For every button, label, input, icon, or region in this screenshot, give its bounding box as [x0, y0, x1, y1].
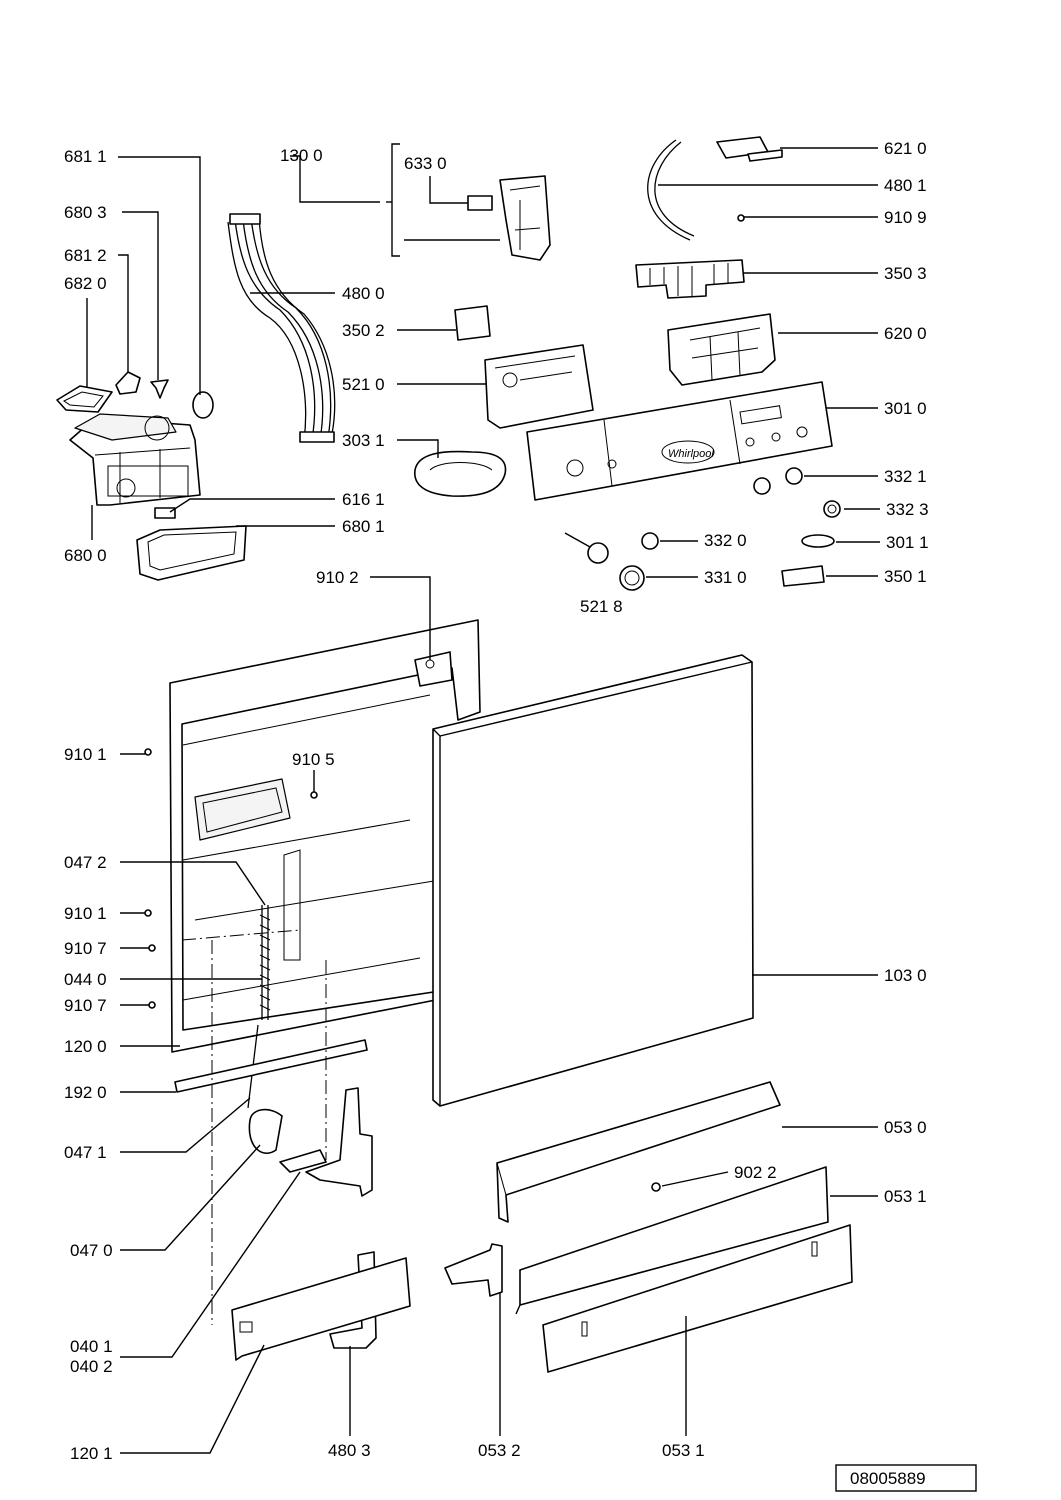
part-label: 350 3 — [884, 264, 927, 283]
dispenser-gasket — [136, 525, 247, 581]
part-label: 350 1 — [884, 567, 927, 586]
drawing-number: 08005889 — [850, 1469, 926, 1488]
leader-lines — [86, 143, 880, 1454]
part-labels: 681 1 680 3 681 2 682 0 680 0 130 0 633 … — [64, 139, 929, 1463]
kick-plate-0530 — [496, 1081, 781, 1223]
part-label: 192 0 — [64, 1083, 107, 1102]
bracket-0532 — [444, 1243, 503, 1297]
part-label: 040 2 — [70, 1357, 113, 1376]
part-label: 910 5 — [292, 750, 335, 769]
part-label: 480 1 — [884, 176, 927, 195]
interface-board-3503 — [635, 259, 745, 299]
part-label: 680 0 — [64, 546, 107, 565]
part-label: 301 1 — [886, 533, 929, 552]
part-label: 910 1 — [64, 904, 107, 923]
detergent-dispenser-assembly — [69, 413, 201, 519]
dispenser-button — [150, 379, 169, 399]
control-panel-fascia: Whirlpool — [526, 381, 833, 501]
part-label: 053 1 — [884, 1187, 927, 1206]
part-label: 682 0 — [64, 274, 107, 293]
kick-plate-0531-lower — [542, 1224, 853, 1373]
part-label: 521 8 — [580, 597, 623, 616]
part-label: 681 1 — [64, 147, 107, 166]
control-card — [484, 344, 594, 429]
cable-strap — [647, 139, 695, 241]
part-label: 303 1 — [342, 431, 385, 450]
dispenser-lid-seal — [56, 385, 113, 413]
part-label: 044 0 — [64, 970, 107, 989]
part-label: 040 1 — [70, 1337, 113, 1356]
door-switch — [467, 175, 551, 261]
part-label: 103 0 — [884, 966, 927, 985]
part-label: 910 1 — [64, 745, 107, 764]
push-buttons — [641, 467, 841, 550]
part-label: 047 1 — [64, 1143, 107, 1162]
selector-knob — [619, 565, 645, 591]
lens-3011 — [801, 534, 835, 548]
inner-door-panel — [169, 619, 481, 1053]
part-label: 616 1 — [342, 490, 385, 509]
part-label: 053 2 — [478, 1441, 521, 1460]
drawing-number-box: 08005889 — [835, 1464, 977, 1492]
part-label: 047 2 — [64, 853, 107, 872]
part-label: 620 0 — [884, 324, 927, 343]
dispenser-latch — [115, 371, 141, 395]
part-label: 053 0 — [884, 1118, 927, 1137]
part-label: 331 0 — [704, 568, 747, 587]
part-label: 902 2 — [734, 1163, 777, 1182]
outer-door-panel — [432, 654, 754, 1107]
door-hinge-parts — [174, 1039, 373, 1197]
door-spring — [247, 905, 271, 1109]
panel-frame-6200 — [667, 313, 776, 386]
part-label: 480 3 — [328, 1441, 371, 1460]
part-label: 120 1 — [70, 1444, 113, 1463]
part-label: 120 0 — [64, 1037, 107, 1056]
part-label: 480 0 — [342, 284, 385, 303]
center-lines — [181, 929, 327, 1325]
kick-plate-0531-upper — [515, 1166, 829, 1315]
screw-9022 — [651, 1182, 661, 1192]
part-label: 047 0 — [70, 1241, 113, 1260]
part-label: 332 3 — [886, 500, 929, 519]
part-label: 130 0 — [280, 146, 323, 165]
selector-module — [716, 136, 783, 162]
part-label: 910 7 — [64, 996, 107, 1015]
sensor-part-5218 — [564, 532, 609, 564]
small-bracket — [454, 305, 491, 341]
part-label: 910 9 — [884, 208, 927, 227]
cover-3501 — [781, 565, 825, 587]
part-label: 680 3 — [64, 203, 107, 222]
plinth-1201 — [231, 1257, 411, 1361]
part-label: 350 2 — [342, 321, 385, 340]
part-label: 681 2 — [64, 246, 107, 265]
part-label: 332 1 — [884, 467, 927, 486]
part-label: 910 2 — [316, 568, 359, 587]
screw-9109 — [737, 214, 745, 222]
part-label: 332 0 — [704, 531, 747, 550]
whirlpool-logo: Whirlpool — [668, 448, 714, 460]
part-label: 910 7 — [64, 939, 107, 958]
dispenser-o-ring — [192, 391, 214, 419]
part-label: 621 0 — [884, 139, 927, 158]
wiring-harness — [227, 213, 336, 443]
part-label: 521 0 — [342, 375, 385, 394]
part-label: 680 1 — [342, 517, 385, 536]
part-label: 053 1 — [662, 1441, 705, 1460]
part-label: 633 0 — [404, 154, 447, 173]
part-label: 301 0 — [884, 399, 927, 418]
handle-cover — [414, 450, 507, 497]
